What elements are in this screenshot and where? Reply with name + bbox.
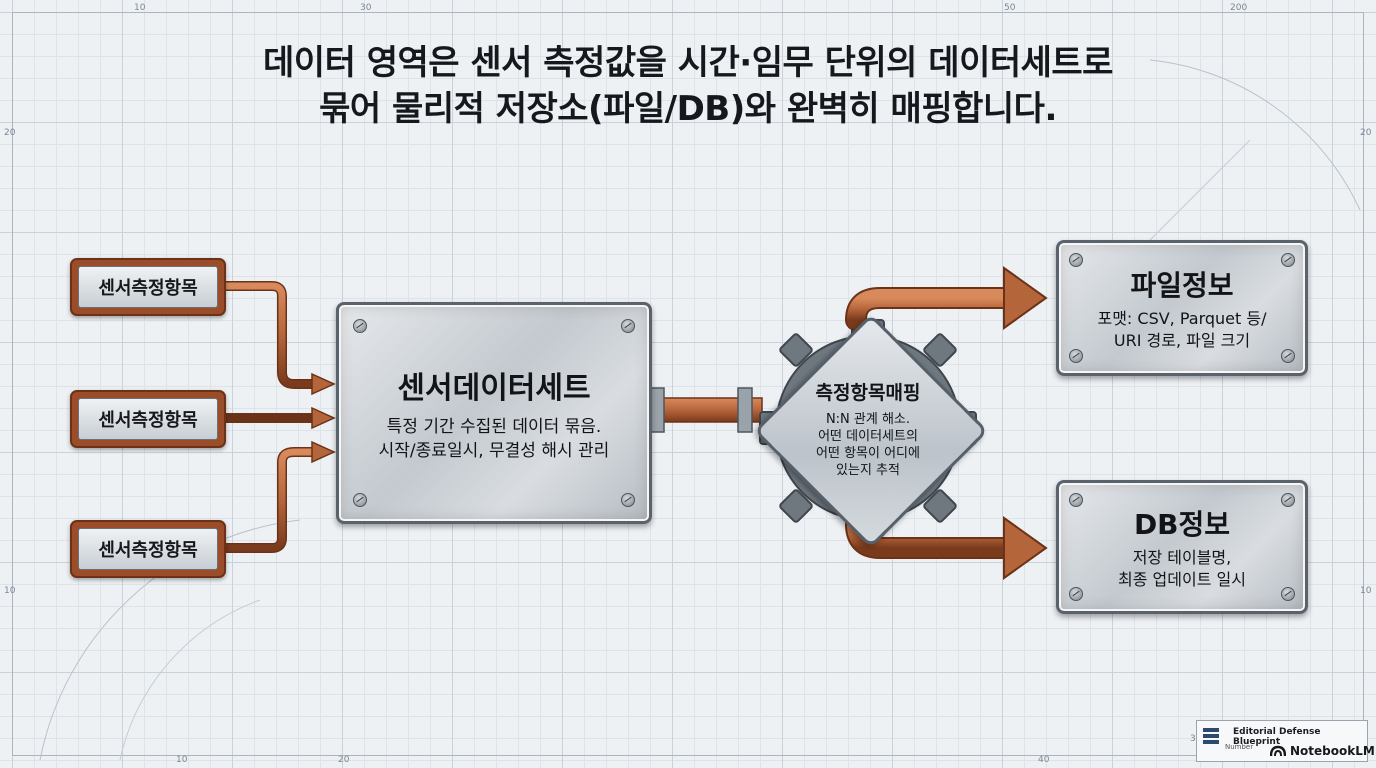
ruler-top-3: 50: [1004, 3, 1016, 13]
page-title: 데이터 영역은 센서 측정값을 시간·임무 단위의 데이터세트로 묶어 물리적 …: [0, 40, 1376, 132]
screw-icon: [1069, 493, 1083, 507]
ruler-bottom-5: 40: [1038, 755, 1050, 765]
screw-icon: [1281, 493, 1295, 507]
input-tag-label: 센서측정항목: [78, 528, 218, 570]
ruler-right-1: 20: [1360, 128, 1372, 138]
screw-icon: [1281, 253, 1295, 267]
ruler-top-1: 10: [134, 3, 146, 13]
mapping-line3: 어떤 항목이 어디에: [816, 445, 920, 461]
file-info-title: 파일정보: [1130, 269, 1234, 302]
blueprint-frame: [12, 12, 1364, 756]
screw-icon: [1281, 349, 1295, 363]
db-info-plate: DB정보 저장 테이블명, 최종 업데이트 일시: [1056, 480, 1308, 614]
file-info-line1: 포맷: CSV, Parquet 등/: [1097, 309, 1267, 328]
mapping-text: 측정항목매핑 N:N 관계 해소. 어떤 데이터세트의 어떤 항목이 어디에 있…: [752, 312, 984, 544]
output-arrowhead-file: [1003, 266, 1048, 330]
ruler-bottom-1: 10: [176, 755, 188, 765]
mapping-title: 측정항목매핑: [815, 381, 921, 404]
input-arrowhead-1: [311, 372, 336, 396]
screw-icon: [353, 319, 367, 333]
dataset-line2: 시작/종료일시, 무결성 해시 관리: [378, 441, 610, 461]
output-arrowhead-db: [1003, 516, 1048, 580]
input-tag-2: 센서측정항목: [70, 390, 226, 448]
input-tag-label: 센서측정항목: [78, 398, 218, 440]
mapping-line2: 어떤 데이터세트의: [818, 428, 918, 444]
number-label: Number: [1225, 743, 1254, 751]
input-tag-1: 센서측정항목: [70, 258, 226, 316]
screw-icon: [621, 319, 635, 333]
output-pipe-file: [845, 287, 1021, 331]
page-title-line1: 데이터 영역은 센서 측정값을 시간·임무 단위의 데이터세트로: [263, 43, 1113, 83]
db-info-title: DB정보: [1133, 508, 1231, 541]
mapping-line1: N:N 관계 해소.: [825, 411, 911, 427]
file-info-line2: URI 경로, 파일 크기: [1113, 331, 1251, 350]
notebooklm-logo-icon: [1270, 745, 1286, 757]
ruler-top-2: 30: [360, 3, 372, 13]
ruler-left-1: 20: [4, 128, 16, 138]
screw-icon: [353, 493, 367, 507]
decor-arc-bottom-left-2: [119, 599, 261, 761]
file-info-plate: 파일정보 포맷: CSV, Parquet 등/ URI 경로, 파일 크기: [1056, 240, 1308, 376]
mapping-node: 측정항목매핑 N:N 관계 해소. 어떤 데이터세트의 어떤 항목이 어디에 있…: [752, 312, 989, 549]
ruler-bottom-3: 30: [1190, 734, 1201, 744]
notebooklm-brand: NotebookLM: [1270, 744, 1375, 758]
input-pipe-1: [221, 281, 321, 389]
blueprint-label: Editorial Defense Blueprint: [1233, 727, 1321, 747]
ruler-right-2: 10: [1360, 586, 1372, 596]
decor-arc-top-right: [1149, 59, 1361, 211]
dataset-title: 센서데이터세트: [397, 371, 591, 406]
screw-icon: [1069, 349, 1083, 363]
pipe-flange-left: [649, 387, 665, 433]
stack-icon: [1203, 728, 1219, 744]
input-tag-3: 센서측정항목: [70, 520, 226, 578]
screw-icon: [1069, 587, 1083, 601]
ruler-left-2: 10: [4, 586, 16, 596]
input-pipe-3: [221, 447, 321, 553]
blueprint-title-block: Editorial Defense Blueprint Number: [1196, 720, 1368, 762]
notebooklm-label: NotebookLM: [1290, 744, 1375, 758]
db-info-line2: 최종 업데이트 일시: [1118, 570, 1246, 589]
decor-arc-bottom-left: [39, 519, 301, 761]
screw-icon: [621, 493, 635, 507]
dataset-plate: 센서데이터세트 특정 기간 수집된 데이터 묶음. 시작/종료일시, 무결성 해…: [336, 302, 652, 524]
input-arrowhead-2: [311, 406, 336, 430]
screw-icon: [1281, 587, 1295, 601]
dataset-line1: 특정 기간 수집된 데이터 묶음.: [386, 417, 602, 437]
input-arrowhead-3: [311, 440, 336, 464]
ruler-bottom-2: 20: [338, 755, 350, 765]
pipe-flange-right: [737, 387, 753, 433]
screw-icon: [1069, 253, 1083, 267]
mapping-line4: 있는지 추적: [836, 462, 900, 478]
db-info-line1: 저장 테이블명,: [1132, 548, 1232, 567]
ruler-top-4: 200: [1230, 3, 1248, 13]
input-tag-label: 센서측정항목: [78, 266, 218, 308]
page-title-line2: 묶어 물리적 저장소(파일/DB)와 완벽히 매핑합니다.: [319, 89, 1057, 129]
